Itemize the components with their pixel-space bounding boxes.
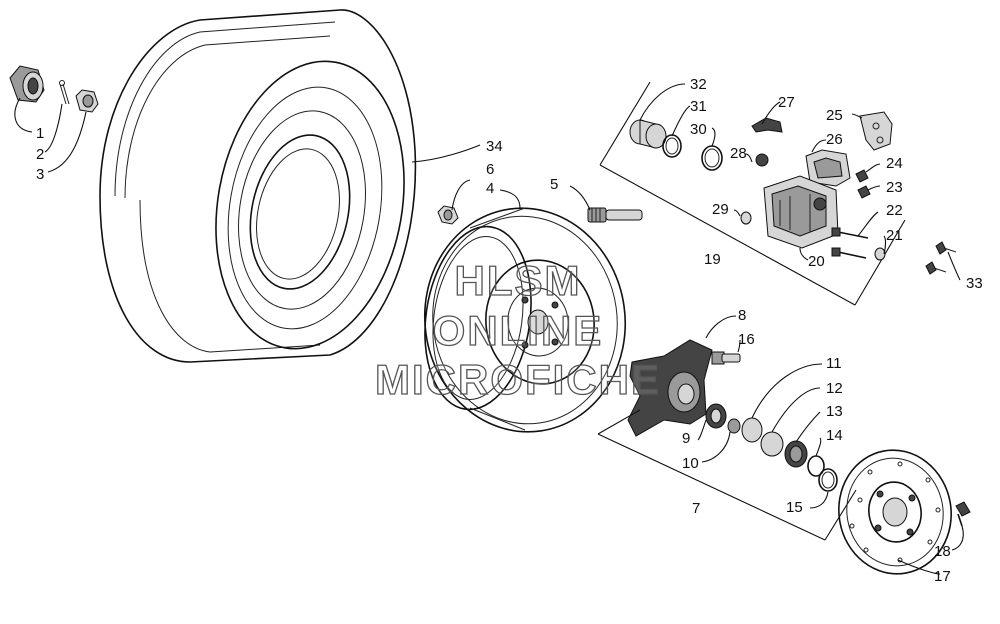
- callout-23: 23: [886, 179, 903, 196]
- callout-27: 27: [778, 94, 795, 111]
- callout-3: 3: [36, 166, 44, 183]
- callout-20: 20: [808, 253, 825, 270]
- watermark: HLSM ONLINE MICROFICHE: [374, 256, 661, 403]
- callout-25: 25: [826, 107, 843, 124]
- callout-1: 1: [36, 125, 44, 142]
- callout-21: 21: [886, 227, 903, 244]
- bearing-13: [784, 440, 808, 468]
- watermark-line3: MICROFICHE: [375, 356, 661, 403]
- hub-stud: [711, 351, 741, 365]
- callout-8: 8: [738, 307, 746, 324]
- spacer-10: [727, 418, 741, 434]
- axle-cap: [9, 65, 45, 103]
- callout-12: 12: [826, 380, 843, 397]
- piston-seal-31: [662, 134, 682, 158]
- bushing-21: [874, 247, 886, 261]
- brake-group-bracket: [599, 81, 906, 306]
- callout-labels: 1 2 3 4 5 6 7 8 9 10 11 12 13 14 15 16 1…: [36, 76, 983, 585]
- callout-10: 10: [682, 455, 699, 472]
- bearing-11: [741, 417, 763, 443]
- callout-2: 2: [36, 146, 44, 163]
- callout-33: 33: [966, 275, 983, 292]
- callout-7: 7: [692, 500, 700, 517]
- callout-16: 16: [738, 331, 755, 348]
- castle-nut: [75, 89, 99, 113]
- cotter-pin: [59, 80, 70, 105]
- leader-lines: [14, 83, 964, 575]
- watermark-line1: HLSM: [455, 257, 582, 304]
- callout-4: 4: [486, 180, 494, 197]
- callout-34: 34: [486, 138, 503, 155]
- callout-14: 14: [826, 427, 843, 444]
- callout-28: 28: [730, 145, 747, 162]
- brake-disc: [838, 449, 952, 575]
- caliper-body: [763, 175, 839, 249]
- watermark-line2: ONLINE: [433, 307, 604, 354]
- tire: [99, 9, 417, 363]
- pin-24: [855, 169, 869, 183]
- mount-bolts-33: [925, 241, 957, 275]
- seal-9: [705, 403, 727, 429]
- bleeder-28: [755, 153, 769, 167]
- wheel-rim: [423, 207, 627, 433]
- callout-26: 26: [826, 131, 843, 148]
- axle-stud: [587, 207, 643, 223]
- piston-seal-30: [701, 145, 723, 171]
- callout-9: 9: [682, 430, 690, 447]
- callout-29: 29: [712, 201, 729, 218]
- callout-11: 11: [826, 355, 842, 372]
- callout-19: 19: [704, 251, 721, 268]
- hub-group-bracket: [597, 409, 857, 541]
- callout-32: 32: [690, 76, 707, 93]
- wheel-hub: [627, 339, 713, 437]
- washer-29: [740, 211, 752, 225]
- callout-17: 17: [934, 568, 951, 585]
- callout-5: 5: [550, 176, 558, 193]
- pad-spring: [751, 117, 783, 133]
- callout-31: 31: [690, 98, 707, 115]
- pin-23: [857, 185, 871, 199]
- callout-15: 15: [786, 499, 803, 516]
- caliper-bracket: [859, 111, 893, 151]
- disc-bolt: [955, 501, 971, 527]
- bearing-12: [760, 431, 784, 457]
- seal-15: [818, 468, 838, 492]
- callout-18: 18: [934, 543, 951, 560]
- callout-6: 6: [486, 161, 494, 178]
- callout-22: 22: [886, 202, 903, 219]
- caliper-bolts: [831, 227, 869, 259]
- callout-24: 24: [886, 155, 903, 172]
- caliper-piston: [629, 119, 667, 149]
- callout-30: 30: [690, 121, 707, 138]
- lug-nut: [437, 205, 459, 225]
- callout-13: 13: [826, 403, 843, 420]
